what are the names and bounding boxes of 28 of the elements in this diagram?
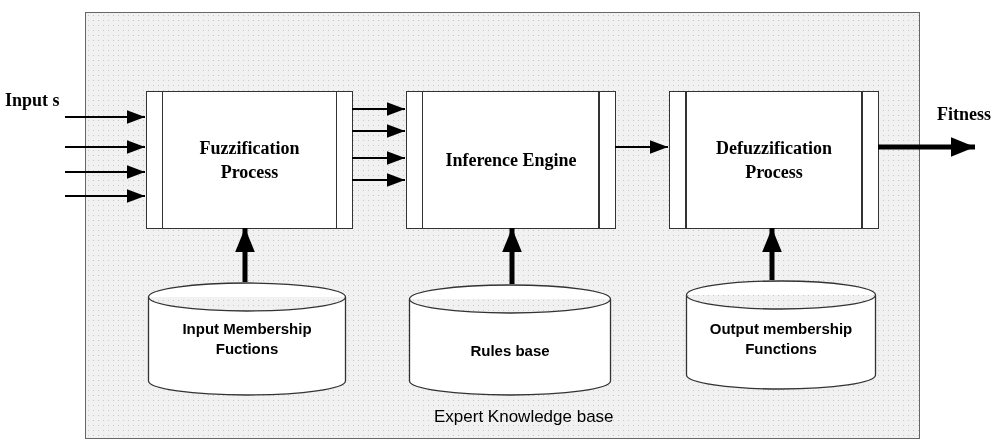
node-label: Rules base [469, 341, 551, 361]
arrow [351, 173, 406, 187]
arrow [351, 102, 406, 116]
input-label: Input s [5, 90, 60, 111]
arrow [64, 110, 146, 124]
panel-title: Expert Knowledge base [434, 407, 614, 427]
database-cylinder [148, 283, 346, 395]
process-box [146, 91, 353, 229]
arrow [351, 151, 406, 165]
node-label: Input Membership Fuctions [181, 319, 313, 359]
arrow [614, 140, 669, 154]
arrow [351, 124, 406, 138]
node-label: Output membership Functions [708, 319, 854, 359]
arrow [502, 228, 522, 284]
arrow [235, 228, 255, 282]
arrow [878, 137, 975, 157]
arrow [64, 165, 146, 179]
knowledge-base-panel [85, 12, 920, 439]
database-cylinder [409, 285, 611, 395]
arrow [762, 228, 782, 280]
process-box [406, 91, 616, 229]
arrow [64, 189, 146, 203]
database-cylinder [686, 281, 876, 389]
process-box [669, 91, 879, 229]
node-label: Inference Engine [444, 149, 578, 172]
node-label: Fuzzification Process [198, 137, 301, 184]
arrow [64, 140, 146, 154]
node-label: Defuzzification Process [715, 137, 833, 184]
